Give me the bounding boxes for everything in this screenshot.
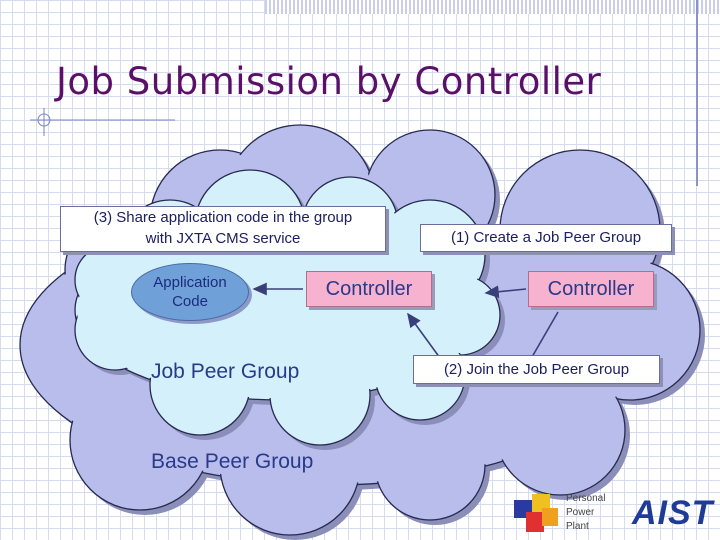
application-code-node: Application Code (131, 263, 249, 321)
application-code-line1: Application (153, 274, 227, 291)
callout-step3-line2: with JXTA CMS service (145, 230, 301, 247)
logo-area: Personal Power Plant AIST (512, 492, 720, 540)
arrow-create-group (484, 285, 527, 299)
crosshair-decor (30, 108, 175, 136)
aist-logo: AIST (632, 494, 714, 532)
arrow-join-group (407, 312, 441, 359)
controller-outer-node: Controller (528, 271, 654, 307)
controller-inner-node: Controller (306, 271, 432, 307)
ppp-logo-text: Personal Power Plant (566, 492, 605, 534)
header-decor-line (696, 0, 698, 186)
header-decor-band (265, 0, 720, 14)
callout-step3-line1: (3) Share application code in the group (93, 209, 353, 226)
base-peer-group-label: Base Peer Group (151, 450, 314, 473)
slide-title: Job Submission by Controller (56, 60, 602, 103)
job-peer-group-label: Job Peer Group (151, 360, 300, 383)
callout-step2: (2) Join the Job Peer Group (413, 355, 660, 384)
callout-step1: (1) Create a Job Peer Group (420, 224, 672, 252)
ppp-line1: Personal (566, 493, 606, 504)
ppp-logo-icon (514, 494, 558, 532)
line-controller-to-step2 (531, 311, 559, 358)
ppp-line2: Power (566, 507, 595, 518)
callout-step3: (3) Share application code in the group … (60, 206, 386, 252)
application-code-line2: Code (172, 293, 208, 310)
ppp-line3: Plant (566, 521, 589, 532)
